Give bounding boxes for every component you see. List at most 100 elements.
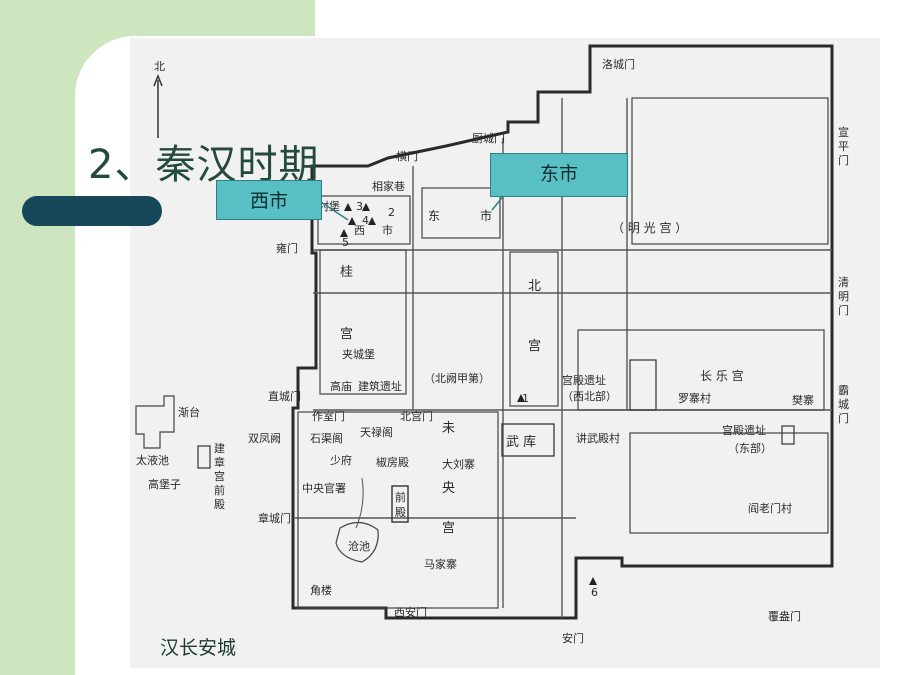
gate-zhangcheng: 章城门 bbox=[258, 511, 291, 525]
gate-bacheng-1: 霸 bbox=[838, 384, 849, 397]
palace-site-east bbox=[781, 425, 795, 445]
changle-palace-south bbox=[629, 432, 829, 534]
jianzhang-front-hall bbox=[197, 445, 211, 469]
label-qian: 前 bbox=[395, 490, 406, 504]
north-label: 北 bbox=[154, 60, 165, 73]
label-daliu: 大刘寨 bbox=[442, 457, 475, 471]
gate-xian: 西安门 bbox=[394, 605, 427, 619]
han-changan-map: 北 洛城门 厨城门 横门 雍门 bbox=[130, 38, 880, 668]
label-yanlaomen: 阎老门村 bbox=[748, 501, 792, 515]
gate-fuang: 覆盎门 bbox=[768, 609, 801, 623]
label-shuangfeng: 双凤阙 bbox=[248, 432, 281, 445]
label-n3: 3 bbox=[356, 200, 363, 213]
water-channel bbox=[355, 477, 364, 529]
label-xi: 西 bbox=[354, 224, 365, 237]
gate-xuanping-3: 门 bbox=[838, 153, 849, 167]
east-market-area bbox=[421, 187, 501, 239]
label-bei: 北 bbox=[528, 279, 541, 294]
label-cangchi: 沧池 bbox=[348, 539, 370, 553]
label-dong: 东 bbox=[428, 209, 440, 223]
arsenal bbox=[501, 423, 555, 457]
label-jianzhang-3: 宫 bbox=[214, 469, 225, 483]
label-yang: 央 bbox=[442, 481, 455, 496]
label-bei-gong: 宫 bbox=[528, 339, 541, 354]
gate-xuanping-2: 平 bbox=[838, 140, 849, 153]
callout-east-market: 东市 bbox=[490, 153, 628, 197]
label-jiaolou: 角楼 bbox=[310, 583, 332, 597]
label-n1: 1 bbox=[522, 392, 529, 405]
green-left-strip bbox=[0, 0, 75, 675]
label-shi: 市 bbox=[382, 223, 393, 237]
north-arrow-head-icon bbox=[153, 73, 163, 87]
label-n5: 5 bbox=[342, 236, 349, 249]
label-n2: 2 bbox=[388, 206, 395, 219]
gate-an: 安门 bbox=[562, 631, 584, 645]
label-wei-gong: 宫 bbox=[442, 521, 455, 536]
label-dongshi-shi: 市 bbox=[480, 208, 492, 223]
gate-xuanping-1: 宣 bbox=[838, 125, 849, 139]
label-gongdian-db: 宫殿遗址 bbox=[722, 423, 766, 437]
label-mingguang: （ 明 光 宫 ） bbox=[612, 220, 687, 235]
north-palace bbox=[509, 251, 559, 407]
label-n4: 4 bbox=[362, 214, 369, 227]
label-majiazhai: 马家寨 bbox=[424, 557, 457, 571]
label-jiachengpu: 夹城堡 bbox=[342, 347, 375, 361]
site-markers bbox=[340, 203, 597, 585]
label-gui: 桂 bbox=[340, 265, 353, 280]
label-xibeibu: （西北部） bbox=[562, 389, 617, 403]
gate-bacheng-2: 城 bbox=[838, 398, 849, 411]
label-tianlu: 天禄阁 bbox=[360, 425, 393, 439]
label-xiangjiaxiang: 相家巷 bbox=[372, 179, 405, 193]
label-dian: 殿 bbox=[395, 506, 406, 519]
label-jianzhang-5: 殿 bbox=[214, 498, 225, 511]
label-jianzhu: 建筑遗址 bbox=[358, 379, 402, 393]
gate-heng: 横门 bbox=[396, 149, 418, 163]
gui-palace bbox=[319, 249, 407, 395]
label-gong: 宫 bbox=[340, 327, 353, 342]
label-gaopuzi: 高堡子 bbox=[148, 477, 181, 491]
gate-bacheng-3: 门 bbox=[838, 411, 849, 425]
west-market-area bbox=[317, 195, 411, 245]
weiyang-palace bbox=[297, 411, 499, 609]
label-zhongyang: 中央官署 bbox=[302, 481, 346, 495]
gate-qingming-2: 明 bbox=[838, 290, 849, 303]
label-fanzhai: 樊寨 bbox=[792, 393, 814, 407]
label-shaofu: 少府 bbox=[330, 453, 352, 467]
changle-palace-north bbox=[577, 329, 825, 411]
map-svg: 北 洛城门 厨城门 横门 雍门 bbox=[130, 38, 880, 668]
label-jiangwu: 讲武殿村 bbox=[576, 431, 620, 445]
gate-yong: 雍门 bbox=[276, 241, 298, 255]
gate-qingming-1: 清 bbox=[838, 276, 849, 289]
map-paper bbox=[130, 38, 880, 668]
label-jianzhang-4: 前 bbox=[214, 483, 225, 497]
label-cunpu: 村堡 bbox=[318, 199, 340, 213]
jianzhang-palace-outline bbox=[135, 395, 175, 449]
label-dongbu: （东部） bbox=[728, 441, 772, 455]
label-wuku: 武 库 bbox=[506, 434, 536, 450]
palace-site-northwest bbox=[629, 359, 657, 411]
front-hall bbox=[391, 485, 409, 523]
label-wei: 未 bbox=[442, 421, 455, 436]
cangchi-pond bbox=[335, 521, 379, 563]
label-jiaofang: 椒房殿 bbox=[376, 455, 409, 469]
label-taiye: 太液池 bbox=[136, 453, 169, 467]
label-shiqu: 石渠阁 bbox=[310, 431, 343, 445]
gate-qingming-3: 门 bbox=[838, 303, 849, 317]
gate-chucheng: 厨城门 bbox=[472, 131, 505, 145]
map-caption: 汉长安城 bbox=[160, 637, 237, 659]
label-beique: （北阙甲第） bbox=[424, 371, 490, 385]
label-changle: 长 乐 宫 bbox=[700, 368, 744, 383]
west-market-pointer bbox=[317, 199, 349, 221]
label-gaomiao: 高庙 bbox=[330, 379, 352, 393]
label-jiantai: 渐台 bbox=[178, 405, 200, 419]
title-decoration-pill bbox=[22, 196, 162, 226]
mingguang-palace bbox=[631, 97, 829, 245]
gate-zhicheng: 直城门 bbox=[268, 389, 301, 403]
gate-beigong: 北宫门 bbox=[400, 409, 433, 423]
gate-zuoshi: 作室门 bbox=[312, 409, 345, 423]
label-jianzhang-1: 建 bbox=[214, 441, 225, 455]
label-jianzhang-2: 章 bbox=[214, 455, 225, 469]
city-wall bbox=[291, 44, 834, 620]
label-luozhai: 罗寨村 bbox=[678, 391, 711, 405]
gate-luocheng: 洛城门 bbox=[602, 57, 635, 71]
